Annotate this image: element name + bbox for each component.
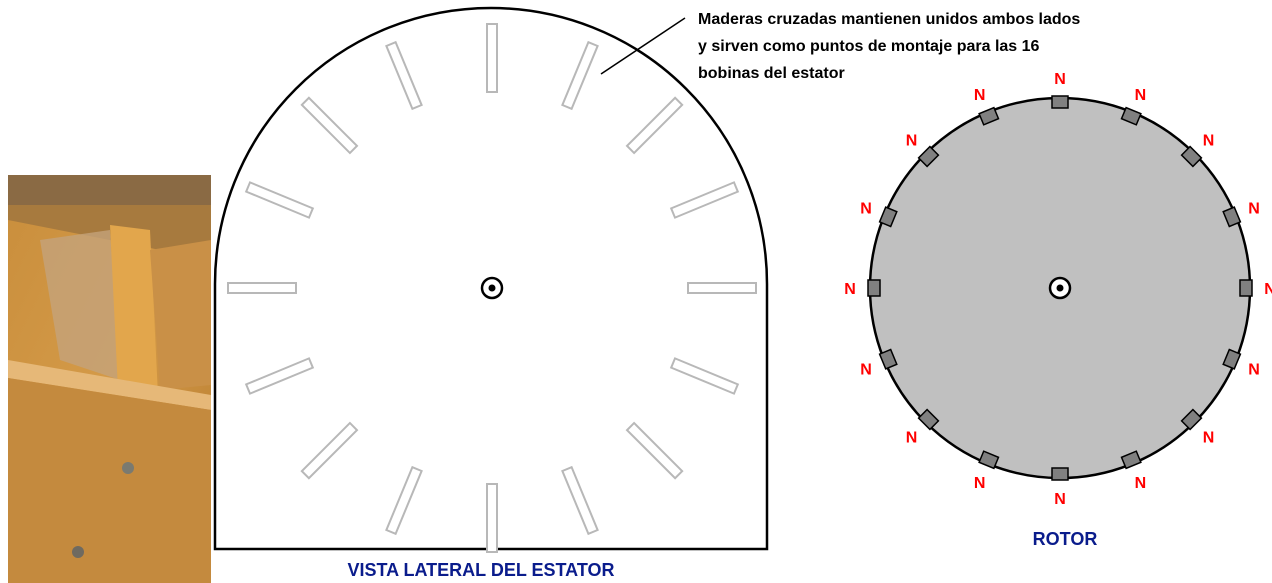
rotor-magnet (978, 106, 1000, 126)
north-pole-label: N (906, 133, 918, 150)
north-pole-label: N (1054, 71, 1066, 88)
north-pole-label: N (860, 201, 872, 218)
stator-coil-slot (227, 282, 297, 294)
north-pole-label: N (860, 361, 872, 378)
rotor-magnet (1222, 206, 1242, 228)
stator-coil-slot (486, 483, 498, 553)
rotor-magnet (978, 450, 1000, 470)
stator-coil-slot (300, 96, 359, 155)
stator-coil-group (227, 23, 757, 553)
north-pole-label: N (1248, 201, 1260, 218)
rotor-magnet (1239, 279, 1253, 297)
rotor-magnet (917, 145, 940, 168)
stator-coil-slot (561, 465, 599, 536)
stator-shaft-icon (480, 276, 504, 300)
wood-frame-photo (8, 175, 211, 583)
rotor-magnet (1120, 450, 1142, 470)
rotor-view: N N N N N N N N N N N N N N N N ROTOR (844, 71, 1272, 549)
stator-coil-slot (486, 23, 498, 93)
stator-coil-slot (244, 357, 315, 395)
rotor-magnet-group (867, 95, 1253, 481)
rotor-magnet (1222, 348, 1242, 370)
rotor-magnet (1180, 145, 1203, 168)
annotation-line-3: bobinas del estator (698, 65, 845, 82)
north-pole-label: N (1203, 133, 1215, 150)
rotor-caption: ROTOR (1033, 529, 1098, 549)
stator-coil-slot (669, 181, 740, 219)
stator-coil-slot (687, 282, 757, 294)
north-pole-label: N (1248, 361, 1260, 378)
stator-coil-slot (385, 40, 423, 111)
stator-coil-slot (669, 357, 740, 395)
north-pole-label: N (906, 430, 918, 447)
north-pole-label: N (1264, 281, 1272, 298)
stator-caption: VISTA LATERAL DEL ESTATOR (347, 560, 614, 580)
rotor-label-group: N N N N N N N N N N N N N N N N (844, 71, 1272, 508)
rotor-shaft-icon (1048, 276, 1072, 300)
north-pole-label: N (1135, 87, 1147, 104)
rotor-magnet (1051, 467, 1069, 481)
annotation-line-1: Maderas cruzadas mantienen unidos ambos … (698, 11, 1080, 28)
rotor-magnet (1120, 106, 1142, 126)
stator-side-view: VISTA LATERAL DEL ESTATOR (213, 6, 769, 580)
rotor-magnet (1180, 408, 1203, 431)
north-pole-label: N (1203, 430, 1215, 447)
north-pole-label: N (974, 475, 986, 492)
north-pole-label: N (1135, 475, 1147, 492)
rotor-magnet (917, 408, 940, 431)
stator-annotation: Maderas cruzadas mantienen unidos ambos … (600, 11, 1080, 82)
north-pole-label: N (1054, 491, 1066, 508)
stator-coil-slot (300, 421, 359, 480)
north-pole-label: N (974, 87, 986, 104)
stator-coil-slot (625, 421, 684, 480)
stator-coil-slot (385, 465, 423, 536)
north-pole-label: N (844, 281, 856, 298)
rotor-magnet (1051, 95, 1069, 109)
annotation-line-2: y sirven como puntos de montaje para las… (698, 38, 1040, 55)
rotor-magnet (878, 348, 898, 370)
annotation-leader-line (600, 17, 686, 75)
rotor-magnet (878, 206, 898, 228)
stator-coil-slot (625, 96, 684, 155)
rotor-magnet (867, 279, 881, 297)
stator-coil-slot (561, 40, 599, 111)
stator-coil-slot (244, 181, 315, 219)
